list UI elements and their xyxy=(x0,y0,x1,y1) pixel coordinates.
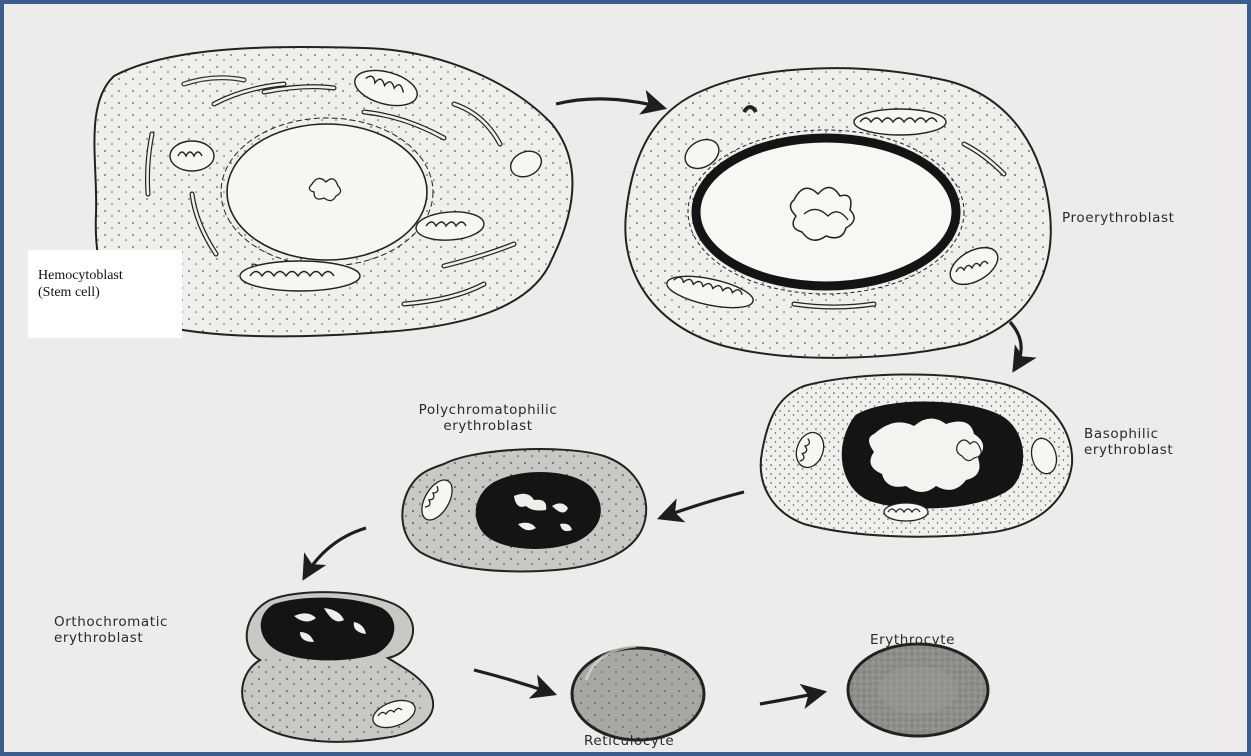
orthochromatic-erythroblast-cell xyxy=(242,592,433,742)
basophilic-erythroblast-cell xyxy=(761,374,1072,536)
basophilic-label-line1: Basophilic xyxy=(1084,426,1173,442)
hemocytoblast-label: Hemocytoblast xyxy=(38,267,123,284)
arrow-stem-to-pro xyxy=(556,99,664,108)
orthochromatic-label-line2: erythroblast xyxy=(54,630,168,646)
ortho-nucleus xyxy=(261,598,395,661)
reticulocyte-cell xyxy=(572,646,704,740)
pro-nucleus xyxy=(696,138,956,286)
polychromatophilic-erythroblast-cell xyxy=(402,449,646,571)
basophilic-label-line2: erythroblast xyxy=(1084,442,1173,458)
hemocytoblast-label-box: Hemocytoblast (Stem cell) xyxy=(28,250,182,338)
proerythroblast-label: Proerythroblast xyxy=(1062,210,1175,226)
erythropoiesis-diagram xyxy=(4,4,1247,752)
arrow-baso-to-poly xyxy=(660,492,744,518)
orthochromatic-label-line1: Orthochromatic xyxy=(54,614,168,630)
polychromatophilic-label-block: Polychromatophilic erythroblast xyxy=(406,402,570,434)
stem-cell-label: (Stem cell) xyxy=(38,284,100,301)
orthochromatic-label-block: Orthochromatic erythroblast xyxy=(54,614,168,646)
arrow-poly-to-ortho xyxy=(304,528,366,578)
erythrocyte-label: Erythrocyte xyxy=(870,632,955,648)
reticulocyte-label: Reticulocyte xyxy=(584,733,674,749)
arrow-pro-to-baso xyxy=(1010,322,1021,370)
arrow-ortho-to-retic xyxy=(474,670,554,694)
proerythroblast-cell xyxy=(625,68,1050,358)
polychromatophilic-label-line1: Polychromatophilic xyxy=(406,402,570,418)
arrow-retic-to-ery xyxy=(760,692,824,704)
basophilic-label-block: Basophilic erythroblast xyxy=(1084,426,1173,458)
polychromatophilic-label-line2: erythroblast xyxy=(406,418,570,434)
stem-nucleus xyxy=(227,124,427,260)
erythrocyte-cell xyxy=(848,644,988,736)
